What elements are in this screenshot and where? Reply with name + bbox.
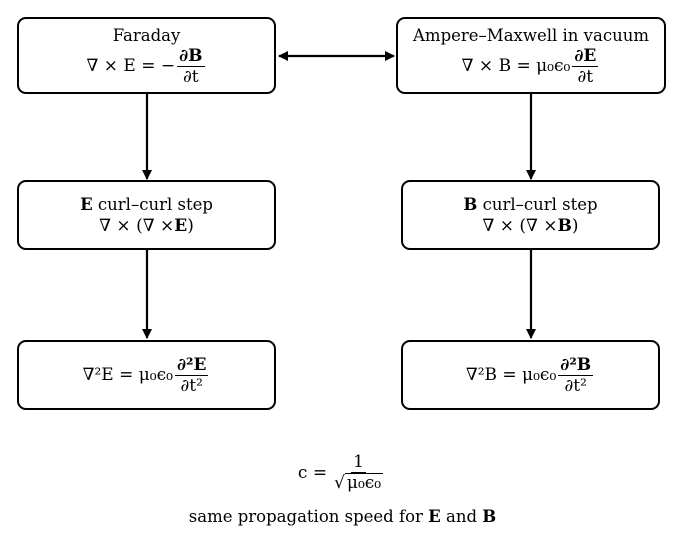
ampere-maxwell-numerator: ∂E [572, 45, 599, 67]
faraday-lhs: ∇ × E = − [86, 56, 176, 76]
b-curl-curl-title: B curl–curl step [463, 194, 597, 215]
b-curl-curl-title-symbol: B [463, 194, 478, 214]
e-curl-curl-title: E curl–curl step [80, 194, 213, 215]
caption-e-symbol: E [428, 507, 441, 526]
ampere-maxwell-lhs: ∇ × B = μ₀ϵ₀ [461, 56, 571, 76]
b-wave-lhs: ∇²B = μ₀ϵ₀ [465, 365, 557, 385]
speed-denominator: μ₀ϵ₀ [344, 473, 384, 493]
sqrt-sign: √μ₀ϵ₀ [334, 473, 384, 493]
caption-text-mid: and [440, 507, 483, 526]
faraday-title: Faraday [112, 25, 181, 45]
b-curl-curl-expr-symbol: B [557, 215, 572, 236]
e-wave-denominator: ∂t² [180, 375, 203, 396]
faraday-fraction: ∂B ∂t [177, 45, 205, 87]
ampere-maxwell-fraction: ∂E ∂t [572, 45, 599, 87]
e-wave-fraction: ∂²E ∂t² [174, 354, 209, 396]
e-curl-curl-expression: ∇ × (∇ × E) [99, 215, 194, 237]
e-wave-lhs: ∇²E = μ₀ϵ₀ [82, 365, 173, 385]
e-wave-numerator: ∂²E [174, 354, 209, 376]
speed-lhs: c = [297, 462, 328, 483]
speed-fraction: 1 √μ₀ϵ₀ [332, 452, 385, 493]
speed-denominator-root: √μ₀ϵ₀ [332, 473, 385, 493]
e-curl-curl-expr-symbol: E [174, 215, 188, 236]
b-curl-curl-expression: ∇ × (∇ × B) [482, 215, 578, 237]
b-wave-numerator: ∂²B [558, 354, 594, 376]
b-wave-denominator: ∂t² [564, 375, 587, 396]
b-wave-equation-node: ∇²B = μ₀ϵ₀ ∂²B ∂t² [401, 340, 660, 410]
caption-text-a: same propagation speed for [188, 507, 429, 526]
b-wave-equation: ∇²B = μ₀ϵ₀ ∂²B ∂t² [466, 355, 595, 396]
e-curl-curl-expr-open: ∇ × (∇ × [99, 215, 175, 236]
ampere-maxwell-title: Ampere–Maxwell in vacuum [413, 25, 649, 45]
speed-numerator: 1 [351, 452, 366, 473]
faraday-node: Faraday ∇ × E = − ∂B ∂t [17, 17, 276, 94]
faraday-numerator: ∂B [177, 45, 205, 67]
e-curl-curl-node: E curl–curl step ∇ × (∇ × E) [17, 180, 276, 250]
e-wave-equation-node: ∇²E = μ₀ϵ₀ ∂²E ∂t² [17, 340, 276, 410]
b-curl-curl-node: B curl–curl step ∇ × (∇ × B) [401, 180, 660, 250]
speed-equation: c = 1 √μ₀ϵ₀ [298, 452, 387, 493]
b-curl-curl-expr-open: ∇ × (∇ × [482, 215, 558, 236]
caption-b-symbol: B [482, 507, 497, 526]
e-wave-equation: ∇²E = μ₀ϵ₀ ∂²E ∂t² [83, 355, 211, 396]
ampere-maxwell-equation: ∇ × B = μ₀ϵ₀ ∂E ∂t [462, 46, 601, 87]
ampere-maxwell-denominator: ∂t [577, 66, 594, 87]
footer-caption: same propagation speed for E and B [0, 506, 685, 527]
faraday-denominator: ∂t [183, 66, 199, 87]
speed-formula: c = 1 √μ₀ϵ₀ [0, 452, 685, 493]
faraday-equation: ∇ × E = − ∂B ∂t [86, 46, 206, 87]
b-curl-curl-title-text: curl–curl step [477, 194, 598, 214]
e-curl-curl-expr-close: ) [187, 215, 194, 236]
e-curl-curl-title-text: curl–curl step [92, 194, 213, 214]
e-curl-curl-title-symbol: E [80, 194, 93, 214]
b-curl-curl-expr-close: ) [571, 215, 579, 236]
b-wave-fraction: ∂²B ∂t² [558, 354, 594, 396]
ampere-maxwell-node: Ampere–Maxwell in vacuum ∇ × B = μ₀ϵ₀ ∂E… [396, 17, 666, 94]
